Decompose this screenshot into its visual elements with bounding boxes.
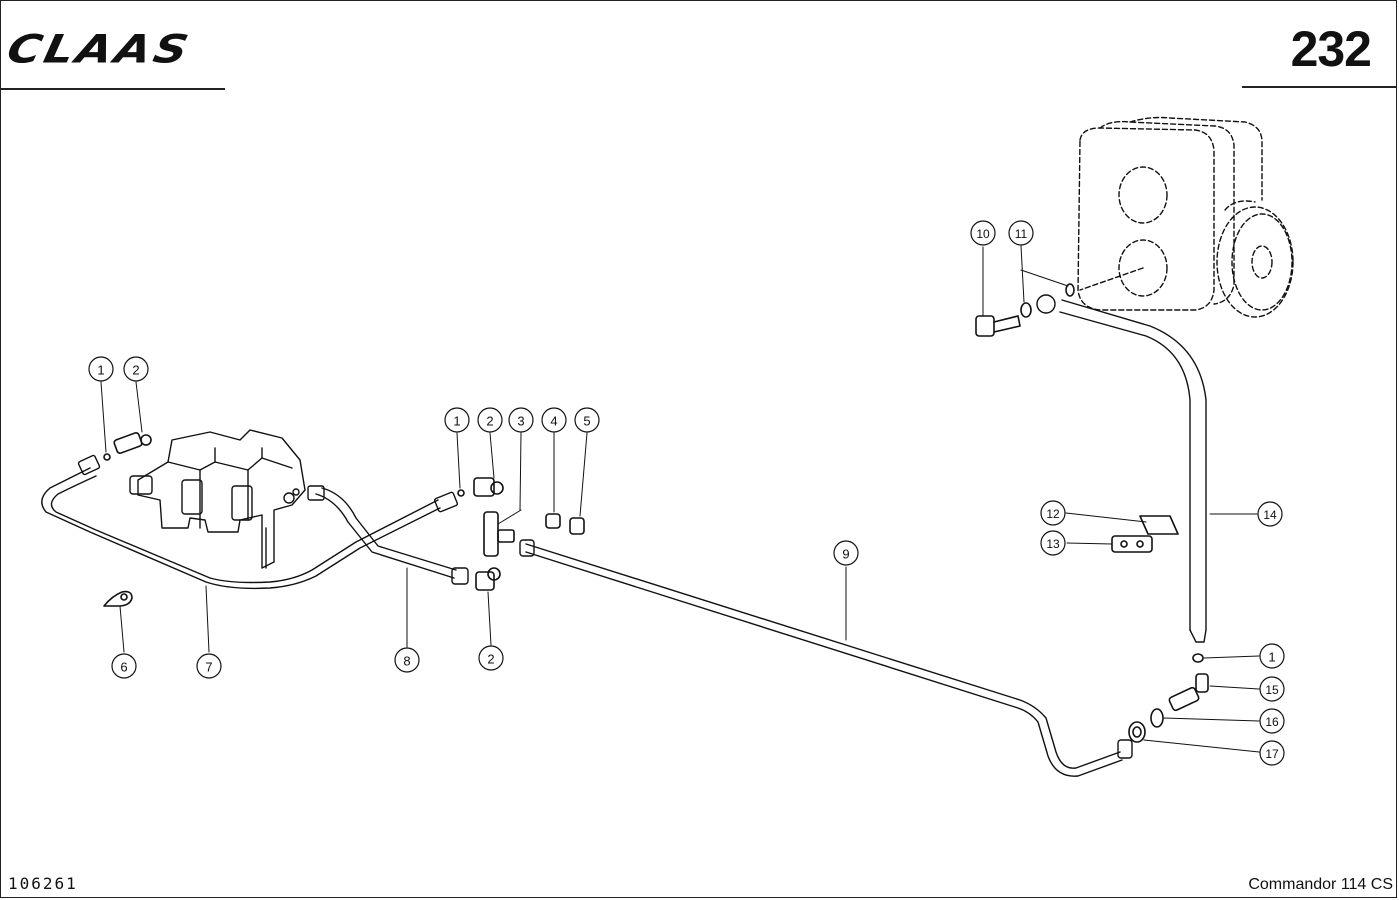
clip-6 xyxy=(103,590,133,607)
callout-label: 2 xyxy=(486,414,493,429)
callout-label: 7 xyxy=(205,660,212,675)
tee-fitting-3 xyxy=(483,511,515,557)
pump-housing xyxy=(1077,116,1263,311)
pipe-9 xyxy=(519,539,1133,777)
model-label: Commandor 114 CS xyxy=(1248,876,1393,893)
drawing-number: 106261 xyxy=(8,874,78,893)
hose-8 xyxy=(307,485,469,585)
washer-11 xyxy=(1020,302,1032,318)
callout-label: 6 xyxy=(120,660,127,675)
callout-label: 10 xyxy=(976,227,990,241)
page-number: 232 xyxy=(1290,21,1372,77)
callout-label: 2 xyxy=(487,652,494,667)
callout-label: 16 xyxy=(1265,715,1279,729)
elbow-2-mid-bottom xyxy=(475,567,501,591)
callout-label: 2 xyxy=(132,363,139,378)
nut-17 xyxy=(1128,721,1146,743)
callout-label: 13 xyxy=(1046,537,1060,551)
callout-label: 17 xyxy=(1265,747,1279,761)
callout-label: 14 xyxy=(1263,508,1277,522)
header-rule-right xyxy=(1242,86,1397,88)
sleeve-5 xyxy=(569,517,585,535)
elbow-2-left xyxy=(113,432,152,454)
callout-label: 11 xyxy=(1015,227,1028,241)
callout-label: 3 xyxy=(517,414,524,429)
banjo-bolt-10 xyxy=(975,315,1021,337)
o-ring-1-left xyxy=(103,453,111,461)
callout-label: 4 xyxy=(550,414,557,429)
washer-16 xyxy=(1150,708,1164,728)
o-ring-1-right xyxy=(1192,653,1204,663)
clamp-12 xyxy=(1139,515,1179,535)
hose-7 xyxy=(41,454,458,590)
header-rule-left xyxy=(0,88,225,90)
leader-lines xyxy=(100,245,1260,753)
washer-11-b xyxy=(1065,283,1075,297)
callout-circles xyxy=(88,220,1285,766)
clamp-13 xyxy=(1111,535,1153,553)
control-valve-block xyxy=(129,429,306,569)
hose-14 xyxy=(1036,294,1207,643)
o-ring-1-mid xyxy=(457,489,465,497)
elbow-2-mid-top xyxy=(473,477,504,497)
callout-label: 1 xyxy=(1268,650,1275,665)
callout-label: 9 xyxy=(842,547,849,562)
pump-pulley xyxy=(1216,200,1294,318)
nut-4 xyxy=(545,513,561,529)
callout-label: 1 xyxy=(453,414,460,429)
callout-label: 15 xyxy=(1265,683,1279,697)
callout-label: 1 xyxy=(97,363,104,378)
banjo-15 xyxy=(1168,673,1209,712)
callout-label: 5 xyxy=(583,414,590,429)
callout-label: 12 xyxy=(1046,507,1060,521)
callout-label: 8 xyxy=(403,654,410,669)
